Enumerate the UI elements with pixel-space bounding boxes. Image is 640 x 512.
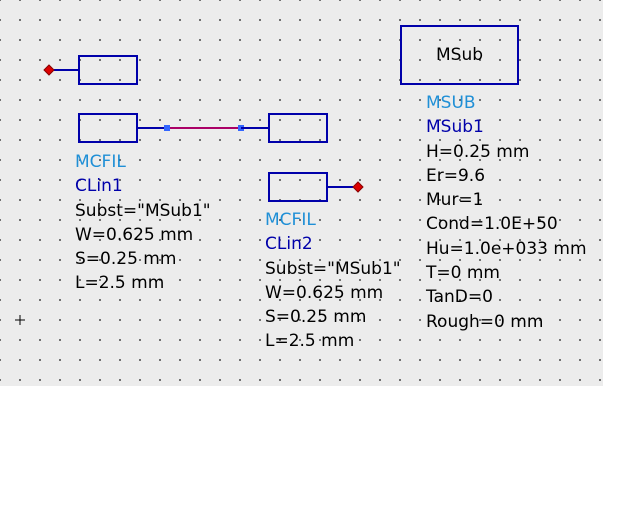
msub-box-label: MSub	[435, 45, 484, 65]
clin1-label[interactable]: MCFIL CLin1 Subst="MSub1" W=0.625 mm S=0…	[75, 150, 211, 296]
clin2-line-bottom[interactable]	[268, 172, 364, 202]
schematic-drawing	[15, 25, 519, 325]
component-prop: L=2.5 mm	[265, 331, 355, 352]
msub-box[interactable]	[400, 25, 519, 85]
component-prop: S=0.25 mm	[265, 307, 367, 328]
component-prop: Subst="MSub1"	[75, 200, 211, 221]
component-prop: TanD=0	[426, 287, 493, 308]
component-name: MSub1	[426, 117, 484, 138]
origin-cross-icon	[15, 315, 25, 325]
msub-label[interactable]: MSUB MSub1 H=0.25 mm Er=9.6 Mur=1 Cond=1…	[426, 91, 587, 334]
clin1-line-bottom[interactable]	[78, 113, 167, 143]
component-prop: Rough=0 mm	[426, 311, 544, 332]
component-prop: Cond=1.0E+50	[426, 214, 558, 235]
component-prop: L=2.5 mm	[75, 273, 165, 294]
clin1-line-top[interactable]	[43, 55, 138, 85]
clin2-line-top[interactable]	[241, 113, 328, 143]
component-name: CLin1	[75, 176, 123, 197]
component-prop: T=0 mm	[426, 263, 500, 284]
schematic-canvas[interactable]: MSub MCFIL CLin1 Subst="MSub1" W=0.625 m…	[0, 0, 603, 386]
open-port-marker	[352, 181, 364, 193]
open-port-marker	[43, 64, 55, 76]
component-type: MCFIL	[75, 152, 126, 172]
component-prop: S=0.25 mm	[75, 249, 177, 270]
component-prop: H=0.25 mm	[426, 141, 530, 162]
component-prop: Hu=1.0e+033 mm	[426, 238, 587, 259]
component-prop: Er=9.6	[426, 165, 486, 186]
component-type: MSUB	[426, 93, 476, 113]
component-name: CLin2	[265, 234, 313, 255]
component-type: MCFIL	[265, 210, 316, 230]
component-prop: W=0.625 mm	[265, 282, 384, 303]
component-prop: Subst="MSub1"	[265, 258, 401, 279]
clin2-label[interactable]: MCFIL CLin2 Subst="MSub1" W=0.625 mm S=0…	[265, 208, 401, 354]
connecting-wire[interactable]	[164, 125, 244, 131]
component-prop: W=0.625 mm	[75, 224, 194, 245]
component-prop: Mur=1	[426, 190, 484, 211]
